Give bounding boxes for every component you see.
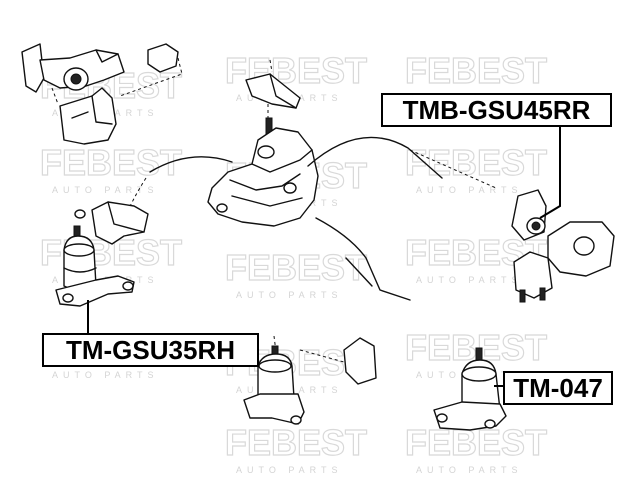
part-label-tm-047: TM-047 [503,371,613,405]
watermark-brand: FEBEST [225,50,367,91]
watermark-sub: AUTO PARTS [416,185,523,195]
watermark-sub: AUTO PARTS [52,370,159,380]
upper-left-bracket [21,43,183,145]
watermark-sub: AUTO PARTS [236,465,343,475]
watermark-sub: AUTO PARTS [52,185,159,195]
mount-tm-gsu35rh [55,225,135,333]
watermark-brand: FEBEST [405,142,547,183]
watermark-brand: FEBEST [225,422,367,463]
mount-lower-center [243,335,377,425]
center-engine-bracket [123,127,319,227]
watermark-brand: FEBEST [225,247,367,288]
watermark-sub: AUTO PARTS [236,290,343,300]
watermark-brand: FEBEST [405,50,547,91]
mount-tm-047 [433,347,507,431]
left-bracket-stack [74,201,149,245]
watermark-sub: AUTO PARTS [416,465,523,475]
mount-tmb-gsu45rr [511,127,615,303]
watermark-sub: AUTO PARTS [416,275,523,285]
upper-center-bracket [245,59,301,137]
center-route-lines [307,136,497,301]
part-label-tm-gsu35rh: TM-GSU35RH [42,333,259,367]
part-label-tmb-gsu45rr: TMB-GSU45RR [381,93,612,127]
watermark-brand: FEBEST [40,142,182,183]
